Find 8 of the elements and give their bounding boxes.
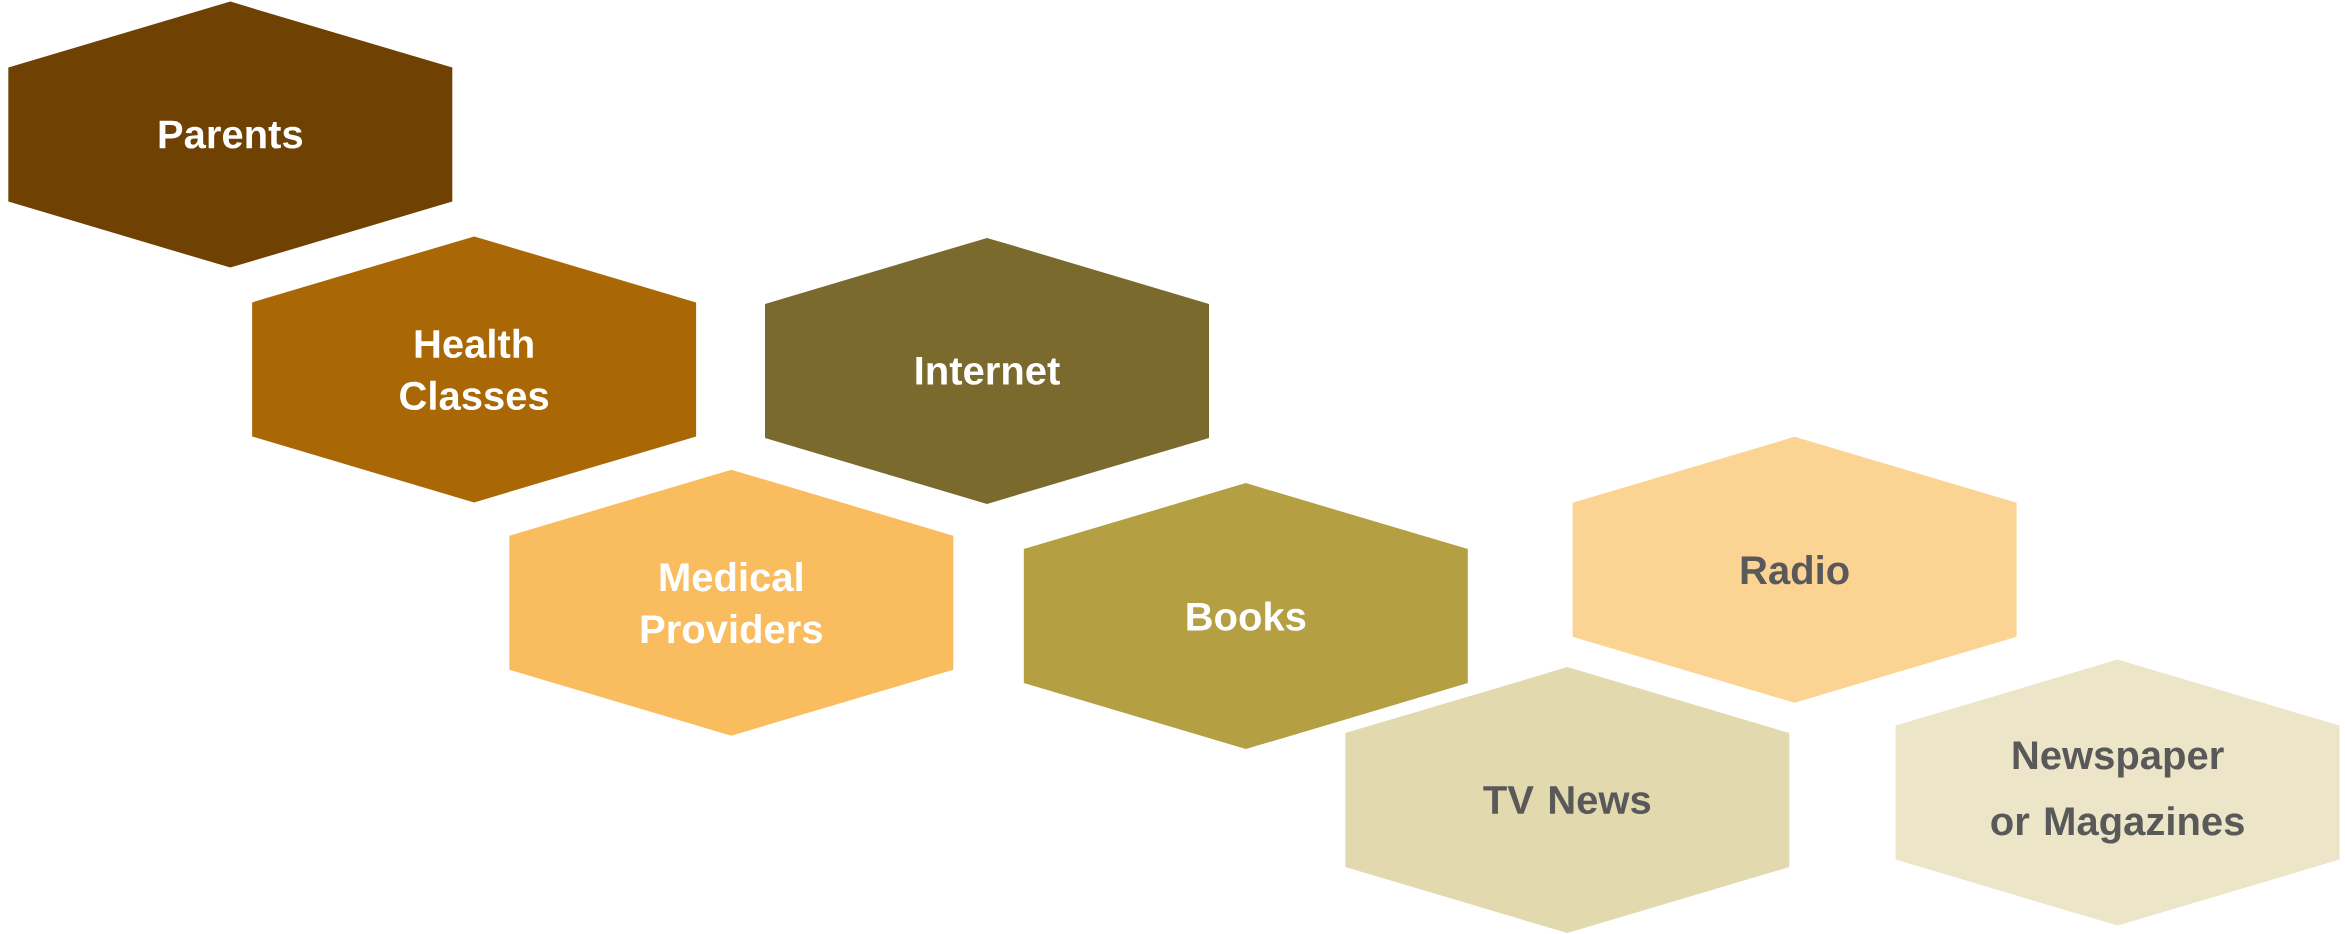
hexagon: Books: [1023, 483, 1468, 750]
hexagon: Health Classes: [252, 236, 697, 503]
hexagon: Internet: [765, 237, 1209, 504]
hexagon: Parents: [8, 1, 453, 268]
hexagon: TV News: [1345, 667, 1790, 934]
hexagon: Medical Providers: [509, 469, 954, 736]
hexagon: Radio: [1572, 436, 2017, 703]
hexagon: Newspaper or Magazines: [1895, 659, 2340, 926]
